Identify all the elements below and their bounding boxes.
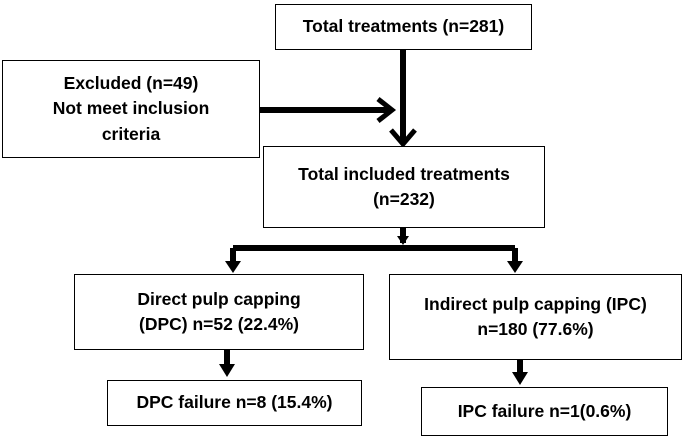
dpc-failure-text: DPC failure n=8 (15.4%)	[136, 392, 333, 413]
arrowhead-to-excluded	[376, 97, 397, 123]
excluded-reason-line1: Not meet inclusion	[52, 98, 210, 119]
total-treatments-text: Total treatments (n=281)	[302, 16, 505, 37]
dpc-box: Direct pulp capping (DPC) n=52 (22.4%)	[74, 274, 364, 350]
included-count: (n=232)	[373, 189, 435, 209]
dpc-failure-box: DPC failure n=8 (15.4%)	[107, 380, 362, 426]
arrowhead-included-down	[397, 236, 409, 245]
ipc-count: n=180 (77.6%)	[477, 319, 594, 339]
arrowhead-to-ipc	[507, 261, 523, 273]
total-treatments-box: Total treatments (n=281)	[275, 4, 532, 50]
ipc-failure-text: IPC failure n=1(0.6%)	[457, 400, 632, 421]
excluded-count: Excluded (n=49)	[63, 72, 199, 93]
ipc-title: Indirect pulp capping (IPC)	[424, 293, 647, 314]
dpc-title: Direct pulp capping	[137, 288, 301, 309]
ipc-failure-box: IPC failure n=1(0.6%)	[421, 387, 668, 436]
included-treatments-box: Total included treatments (n=232)	[263, 146, 545, 228]
arrowhead-to-dpc	[225, 261, 241, 273]
ipc-box: Indirect pulp capping (IPC) n=180 (77.6%…	[389, 274, 682, 360]
excluded-box: Excluded (n=49) Not meet inclusion crite…	[2, 60, 260, 158]
dpc-count: (DPC) n=52 (22.4%)	[139, 314, 299, 334]
arrowhead-to-ipc-failure	[512, 372, 528, 385]
excluded-reason-line2: criteria	[101, 123, 161, 144]
arrowhead-total-to-included	[389, 128, 417, 148]
arrowhead-to-dpc-failure	[219, 364, 235, 377]
included-title: Total included treatments	[298, 163, 510, 184]
